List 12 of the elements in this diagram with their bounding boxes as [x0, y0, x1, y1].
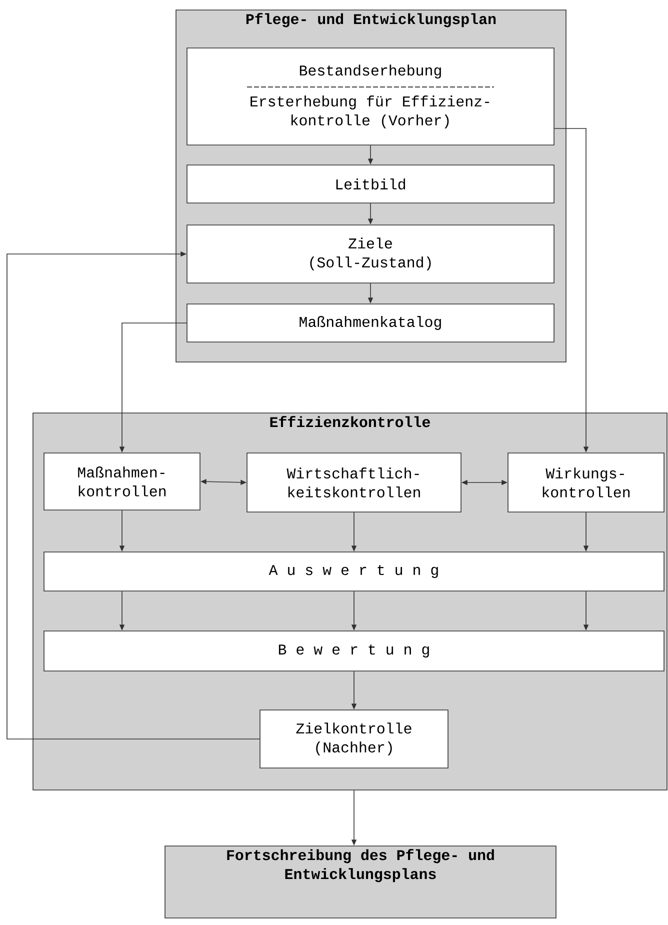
- process-box: Wirkungs-kontrollen: [508, 452, 664, 512]
- process-box: Wirtschaftlich-keitskontrollen: [246, 452, 462, 512]
- process-box: Bestandserhebung Ersterhebung für Effizienz-kontrolle (Vorher): [186, 48, 554, 146]
- process-box: Zielkontrolle (Nachher): [260, 710, 448, 768]
- process-box: Maßnahmenkatalog: [186, 304, 554, 342]
- process-box: Maßnahmen-kontrollen: [44, 452, 200, 510]
- result-box: Fortschreibung des Pflege- und Entwicklungsplans: [164, 846, 556, 918]
- process-box: B e w e r t u n g: [44, 630, 664, 672]
- arrow: [6, 251, 260, 740]
- process-box: A u s w e r t u n g: [44, 552, 664, 592]
- process-box: Ziele (Soll-Zustand): [186, 224, 554, 284]
- process-box: Leitbild: [186, 164, 554, 204]
